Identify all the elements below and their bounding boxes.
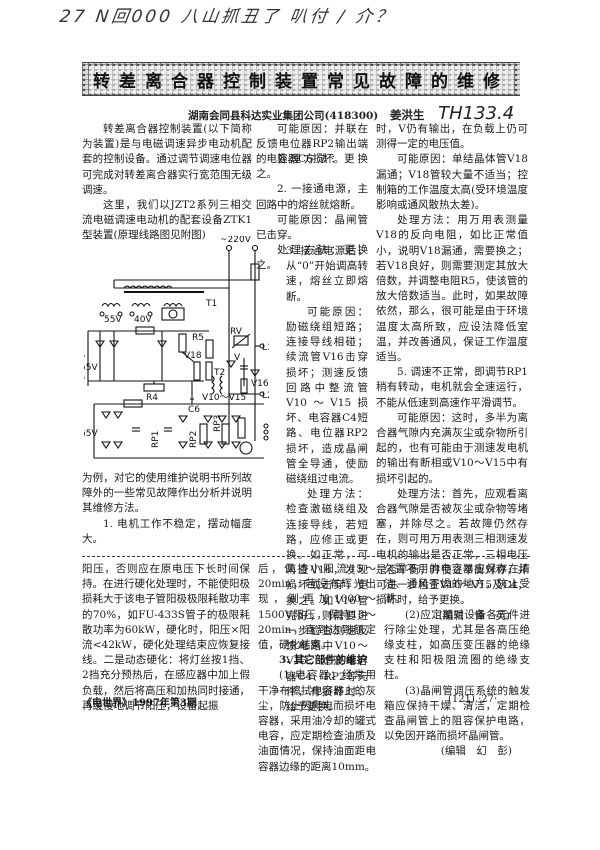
fault-heading-5: 5. 调速不正常，即调节RP1稍有转动，电机就会全速运行，不能从低速到高速作平滑… <box>376 366 528 409</box>
svg-text:L1: L1 <box>262 343 269 353</box>
paragraph: 处理方法：用万用表测量V18的反向电阻，如比正常值小，说明V18漏通，需要换之；… <box>376 214 528 364</box>
paragraph: 时，V仍有输出，在负载上仍可测得一定的电压值。 <box>376 123 528 151</box>
svg-text:RP3: RP3 <box>213 415 223 432</box>
fault-heading-3: 3. 接通电源后，从“0”开始调高转速，熔丝立即熔断。 <box>286 245 368 303</box>
paragraph: 处理方法：更换之。 <box>256 153 368 181</box>
title-banner: 转差离合器控制装置常见故障的维修 <box>82 62 520 96</box>
fault-heading-1: 1. 电机工作不稳定，摆动幅度大。 <box>82 517 252 545</box>
svg-text:R4: R4 <box>146 393 158 403</box>
paragraph: 可能原因：晶闸管已击穿。 <box>256 213 368 242</box>
paragraph: 处理方法：检查激磁绕组及连接导线，若短路，应修正或更换。如正常，可再查V16，发… <box>286 488 368 714</box>
column-2-middle: 3. 接通电源后，从“0”开始调高转速，熔丝立即熔断。 可能原因：励磁绕组短路；… <box>286 244 368 715</box>
svg-text:V18: V18 <box>184 351 202 361</box>
paragraph: 可能原因：励磁绕组短路；连接导线相碰；续流管V16击穿损坏；测速反馈回路中整流管… <box>286 305 368 486</box>
lower-column-2: 后，保持小阳流15～20min，若没有辉光出现，则再加1000～1500V阳压，… <box>258 562 376 775</box>
svg-text:RV: RV <box>230 327 243 337</box>
paragraph: 处理方法：更换之。 <box>256 244 368 272</box>
handwritten-annotation: 27 N回000 八山抓丑了 叭付 / 介？ <box>58 7 397 27</box>
fault-heading-2: 2. 一接通电源，主回路中的熔丝就熔断。 <box>256 183 368 211</box>
paragraph: 可能原因：这时，多半为离合器气隙内充满灰尘或杂物所引起的，也有可能由于测速发电机… <box>376 411 528 485</box>
svg-text:R5: R5 <box>192 333 204 343</box>
svg-text:V10～V15: V10～V15 <box>202 393 246 403</box>
paragraph: 后，保持小阳流15～20min，若没有辉光出现，则再加1000～1500V阳压，… <box>258 563 376 652</box>
editor-signature: (编辑 幻 彭) <box>440 745 512 758</box>
svg-text:55V: 55V <box>104 315 122 325</box>
paragraph: 可能原因：单结晶体管V18漏通；V18管较大量不适当；控制箱的工作温度太高(受环… <box>376 153 528 212</box>
svg-text:55V: 55V <box>84 363 98 373</box>
paragraph: 阳压，否则应在原电压下长时间保持。在进行硬化处理时，不能使阳极损耗大于该电子管阳… <box>82 563 250 712</box>
column-2-top: 可能原因：并联在反馈电位器RP2输出端的电容器C6损坏。 <box>256 122 368 168</box>
paragraph: 为例，对它的使用维护说明书所列故障外的一些常见故障作出分析并说明其维修方法。 <box>82 472 252 515</box>
svg-text:RP2: RP2 <box>189 431 199 448</box>
column-3: 时，V仍有输出，在负载上仍可测得一定的电压值。 可能原因：单结晶体管V18漏通；… <box>376 122 528 624</box>
editor-signature: (编辑 悻 英) <box>438 609 510 622</box>
lower-column-1: 阳压，否则应在原电压下长时间保持。在进行硬化处理时，不能使阳极损耗大于该电子管阳… <box>82 562 250 714</box>
svg-text:40V: 40V <box>134 315 152 325</box>
byline: 湖南会同县科达实业集团公司(418300) 姜洪生 TH133.4 <box>188 103 514 124</box>
page-number: (121) ·27· <box>448 694 498 705</box>
svg-text:65V: 65V <box>84 429 98 439</box>
section-heading: 3. 其它部件的维护 <box>279 654 368 667</box>
paragraph: 转差离合器控制装置(以下简称为装置)是与电磁调速异步电动机配套的控制设备。通过调… <box>82 123 252 196</box>
column-2-upper: 处理方法：更换之。 2. 一接通电源，主回路中的熔丝就熔断。 可能原因：晶闸管已… <box>256 152 368 274</box>
paragraph: (2)应定期对设备各元件进行除尘处理，尤其是各高压绝缘支柱，如高压变压器的绝缘支… <box>384 608 530 682</box>
paragraph: 久置不用的电容器应保存在清洁、通风干燥的地方，防止受潮。 <box>384 563 530 606</box>
classification-stamp: TH133.4 <box>438 103 515 124</box>
svg-text:L2: L2 <box>262 391 269 401</box>
paragraph: (1)电容器：经常用干净布擦拭电容器上的灰尘，防止因爬电而损坏电容器，采用油冷却… <box>258 669 376 773</box>
article-title: 转差离合器控制装置常见故障的维修 <box>89 65 513 93</box>
paragraph: (3)晶闸管调压系统的触发箱应保持干燥、清洁，定期检查晶闸管上的阻容保护电路，以… <box>384 684 530 743</box>
paragraph: 处理方法：首先，应观看离合器气隙是否被灰尘或杂物等堵塞，并除尽之。若故障仍然存在… <box>376 487 528 607</box>
circuit-diagram: ~220V T1 55V 40V 55V R5 V18 T2 RV V V16 … <box>84 236 269 459</box>
column-1-lower: 为例，对它的使用维护说明书所列故障外的一些常见故障作出分析并说明其维修方法。 1… <box>82 471 252 547</box>
svg-text:~220V: ~220V <box>220 236 252 245</box>
svg-text:T2: T2 <box>213 368 225 378</box>
svg-text:V16: V16 <box>251 379 269 389</box>
section-divider <box>82 556 530 557</box>
svg-text:C6: C6 <box>188 405 200 415</box>
svg-text:V: V <box>234 353 241 363</box>
affiliation: 湖南会同县科达实业集团公司(418300) <box>188 110 379 122</box>
svg-text:RP1: RP1 <box>151 431 161 448</box>
paragraph: 可能原因：并联在反馈电位器RP2输出端的电容器C6损坏。 <box>256 123 368 166</box>
journal-issue: 《电世界》1997年第3期 <box>82 698 197 709</box>
lower-column-3: 久置不用的电容器应保存在清洁、通风干燥的地方，防止受潮。 (2)应定期对设备各元… <box>384 562 530 760</box>
paragraph: 这里，我们以JZT2系列三相交流电磁调速电动机的配套设备ZTK1型装置(原理线路… <box>82 199 252 242</box>
author-name: 姜洪生 <box>389 108 425 122</box>
svg-text:T1: T1 <box>205 299 217 309</box>
column-1-upper: 转差离合器控制装置(以下简称为装置)是与电磁调速异步电动机配套的控制设备。通过调… <box>82 122 252 244</box>
